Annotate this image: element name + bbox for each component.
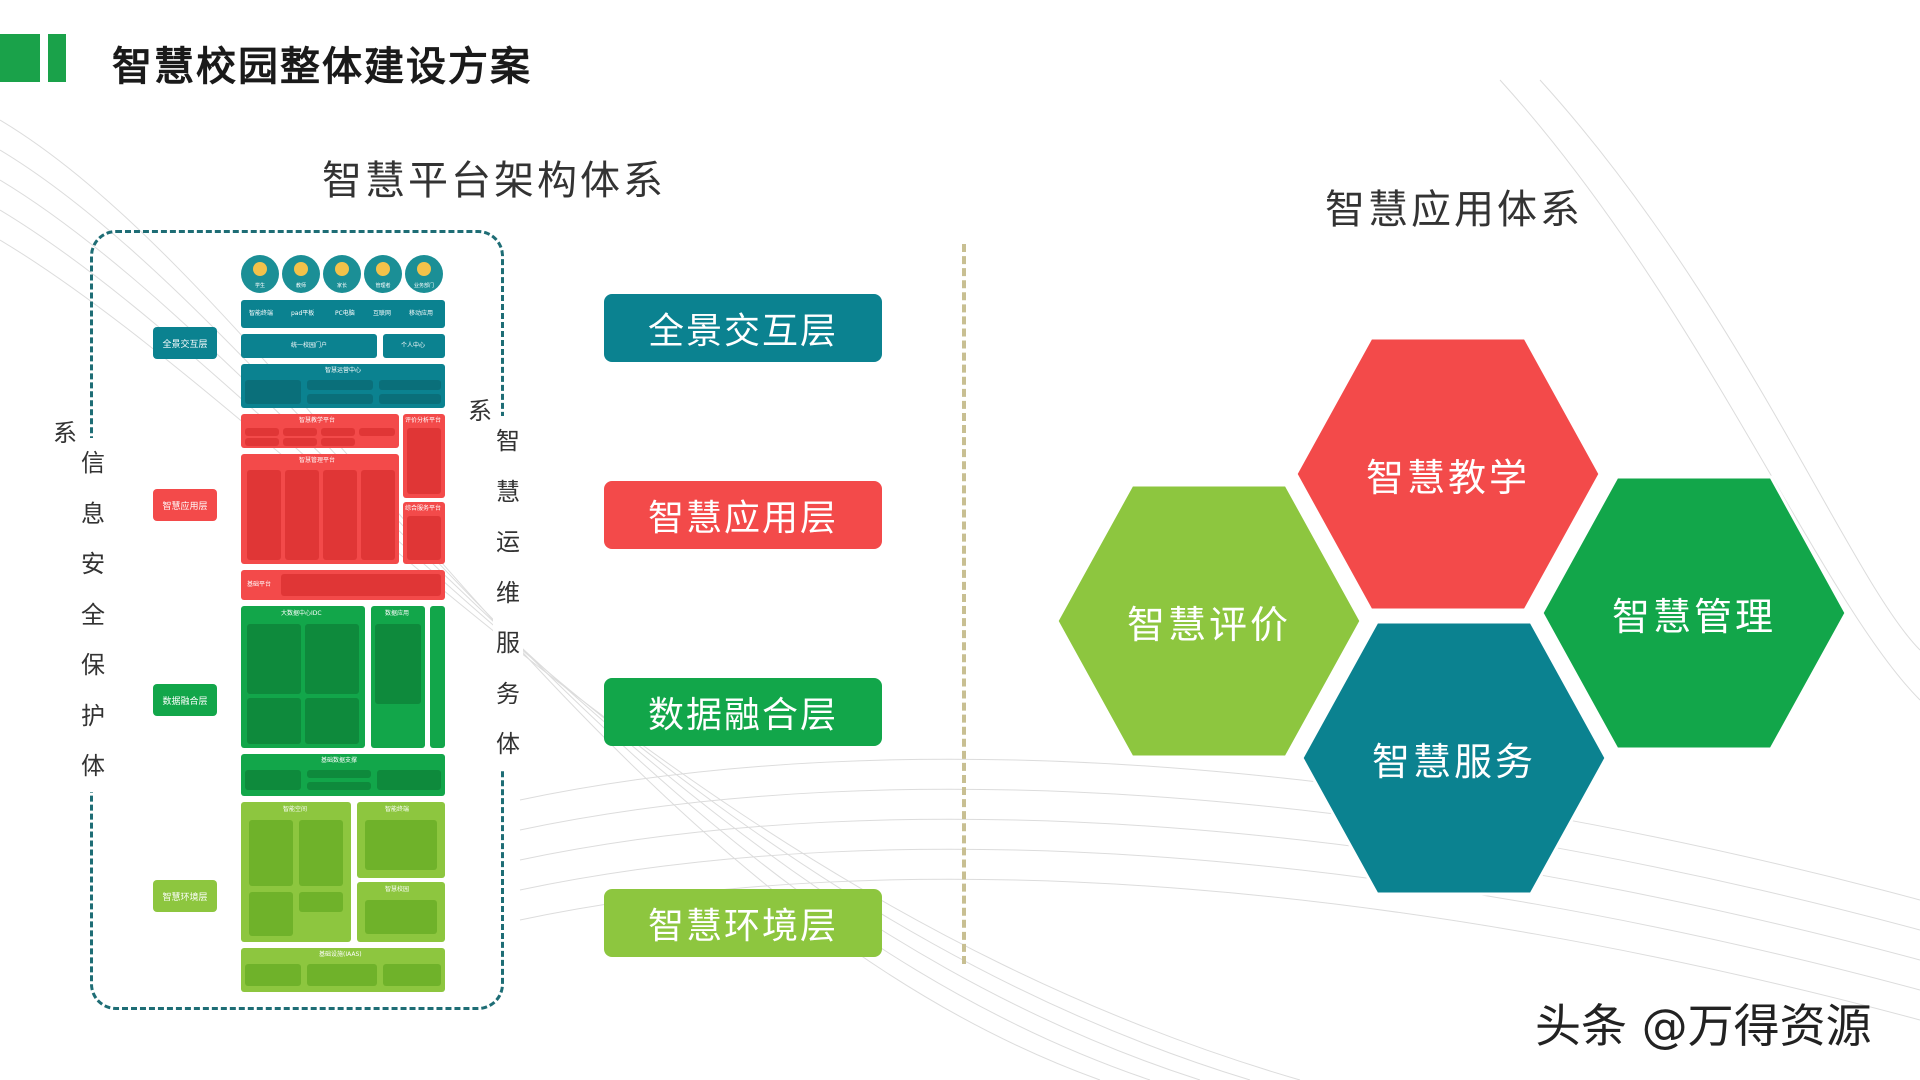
teaching-platform-block: 智慧教学平台 bbox=[241, 414, 399, 448]
base-platform-label: 基础平台 bbox=[247, 581, 272, 588]
hex-label: 智慧评价 bbox=[1126, 602, 1291, 647]
access-row: 智能终端 pad平板 PC电脑 互联网 移动应用 bbox=[241, 300, 445, 328]
management-platform-label: 智慧管理平台 bbox=[299, 457, 336, 464]
env-zone-a-block: 智能空间 bbox=[241, 802, 351, 942]
left-vertical-char: 体 bbox=[81, 752, 105, 780]
avatar: 家长 bbox=[323, 255, 361, 293]
avatar: 学生 bbox=[241, 255, 279, 293]
watermark: 头条 @万得资源 bbox=[1535, 999, 1872, 1053]
avatar: 业务部门 bbox=[405, 255, 443, 293]
access-item: 互联网 bbox=[373, 310, 392, 317]
env-zone-a-label: 智能空间 bbox=[283, 806, 308, 813]
portal-label: 统一校园门户 bbox=[291, 342, 328, 349]
left-section-title: 智慧平台架构体系 bbox=[322, 158, 666, 204]
env-zone-b-block: 智能终端 bbox=[357, 802, 445, 878]
service-platform-label: 综合服务平台 bbox=[405, 505, 442, 512]
side-tag-application: 智慧应用层 bbox=[153, 489, 217, 521]
access-item: pad平板 bbox=[291, 310, 315, 317]
header-accent-bar-thin bbox=[48, 34, 66, 82]
left-vertical-char: 护 bbox=[81, 701, 105, 730]
hex-smart-management: 智慧管理 bbox=[1540, 475, 1848, 751]
portal-block: 统一校园门户 bbox=[241, 334, 377, 358]
left-vertical-char: 息 bbox=[81, 499, 105, 528]
user-icon bbox=[253, 262, 267, 276]
left-vertical-label: 信 息 安 全 保 护 体 bbox=[78, 438, 108, 792]
right-vertical-label: 智 慧 运 维 服 务 体 bbox=[493, 416, 523, 770]
ops-center-label: 智慧运营中心 bbox=[325, 367, 362, 374]
service-platform-block: 综合服务平台 bbox=[403, 502, 445, 564]
data-app-label: 数据应用 bbox=[385, 610, 410, 617]
management-platform-block: 智慧管理平台 bbox=[241, 454, 399, 564]
eval-platform-block: 评价分析平台 bbox=[403, 414, 445, 498]
avatar-label: 业务部门 bbox=[413, 283, 434, 289]
infra-block: 基础设施(IAAS) bbox=[241, 948, 445, 992]
data-support-label: 基础数据支撑 bbox=[321, 757, 358, 764]
env-zone-b-label: 智能终端 bbox=[385, 806, 410, 813]
env-zone-c-block: 智慧校园 bbox=[357, 882, 445, 942]
section-divider bbox=[962, 244, 966, 964]
layer-interaction: 全景交互层 bbox=[604, 294, 882, 362]
avatar: 管理者 bbox=[364, 255, 402, 293]
data-support-block: 基础数据支撑 bbox=[241, 754, 445, 796]
user-icon bbox=[417, 262, 431, 276]
side-tag-interaction: 全景交互层 bbox=[153, 327, 217, 359]
header-accent-bar bbox=[0, 34, 40, 82]
layer-environment: 智慧环境层 bbox=[604, 889, 882, 957]
data-app-block: 数据应用 bbox=[371, 606, 425, 748]
right-vertical-char: 慧 bbox=[496, 477, 520, 506]
side-tag-data: 数据融合层 bbox=[153, 684, 217, 716]
right-vertical-char: 运 bbox=[496, 528, 520, 556]
personal-center-block: 个人中心 bbox=[383, 334, 445, 358]
layer-application: 智慧应用层 bbox=[604, 481, 882, 549]
left-vertical-top-char: 系 bbox=[50, 408, 80, 459]
bigdata-center-label: 大数据中心IDC bbox=[281, 610, 322, 617]
hex-smart-teaching: 智慧教学 bbox=[1294, 336, 1602, 612]
right-vertical-char: 维 bbox=[496, 578, 520, 607]
ops-center-block: 智慧运营中心 bbox=[241, 364, 445, 408]
eval-platform-label: 评价分析平台 bbox=[405, 417, 442, 424]
right-vertical-char: 服 bbox=[496, 629, 520, 657]
teaching-platform-label: 智慧教学平台 bbox=[299, 417, 336, 424]
left-vertical-char: 全 bbox=[81, 600, 105, 629]
hex-label: 智慧服务 bbox=[1371, 739, 1536, 784]
user-icon bbox=[376, 262, 390, 276]
avatar-label: 学生 bbox=[254, 283, 265, 289]
left-vertical-char: 保 bbox=[81, 651, 105, 679]
env-zone-c-label: 智慧校园 bbox=[385, 886, 410, 893]
access-item: PC电脑 bbox=[335, 310, 355, 317]
hex-smart-service: 智慧服务 bbox=[1300, 620, 1608, 896]
avatar-label: 教师 bbox=[295, 283, 306, 289]
left-vertical-char: 安 bbox=[81, 550, 105, 578]
right-section-title: 智慧应用体系 bbox=[1325, 187, 1583, 233]
base-platform-block: 基础平台 bbox=[241, 570, 445, 600]
left-vertical-char: 信 bbox=[81, 449, 105, 477]
hex-label: 智慧教学 bbox=[1365, 455, 1530, 500]
user-icon bbox=[335, 262, 349, 276]
bigdata-center-block: 大数据中心IDC bbox=[241, 606, 365, 748]
data-side-block bbox=[430, 606, 445, 748]
right-vertical-char: 智 bbox=[496, 427, 520, 455]
user-icon bbox=[294, 262, 308, 276]
right-vertical-top-char: 系 bbox=[465, 386, 495, 437]
side-tag-environment: 智慧环境层 bbox=[153, 880, 217, 912]
personal-center-label: 个人中心 bbox=[401, 342, 426, 349]
infra-label: 基础设施(IAAS) bbox=[319, 951, 362, 958]
avatar-label: 管理者 bbox=[375, 283, 391, 289]
access-item: 智能终端 bbox=[249, 310, 274, 317]
hex-label: 智慧管理 bbox=[1611, 594, 1776, 639]
avatar-label: 家长 bbox=[336, 283, 347, 289]
page-title: 智慧校园整体建设方案 bbox=[112, 44, 532, 90]
right-vertical-char: 体 bbox=[496, 730, 520, 758]
layer-data: 数据融合层 bbox=[604, 678, 882, 746]
right-vertical-char: 务 bbox=[496, 679, 520, 708]
access-item: 移动应用 bbox=[409, 310, 434, 317]
avatar: 教师 bbox=[282, 255, 320, 293]
hex-smart-evaluation: 智慧评价 bbox=[1055, 483, 1363, 759]
